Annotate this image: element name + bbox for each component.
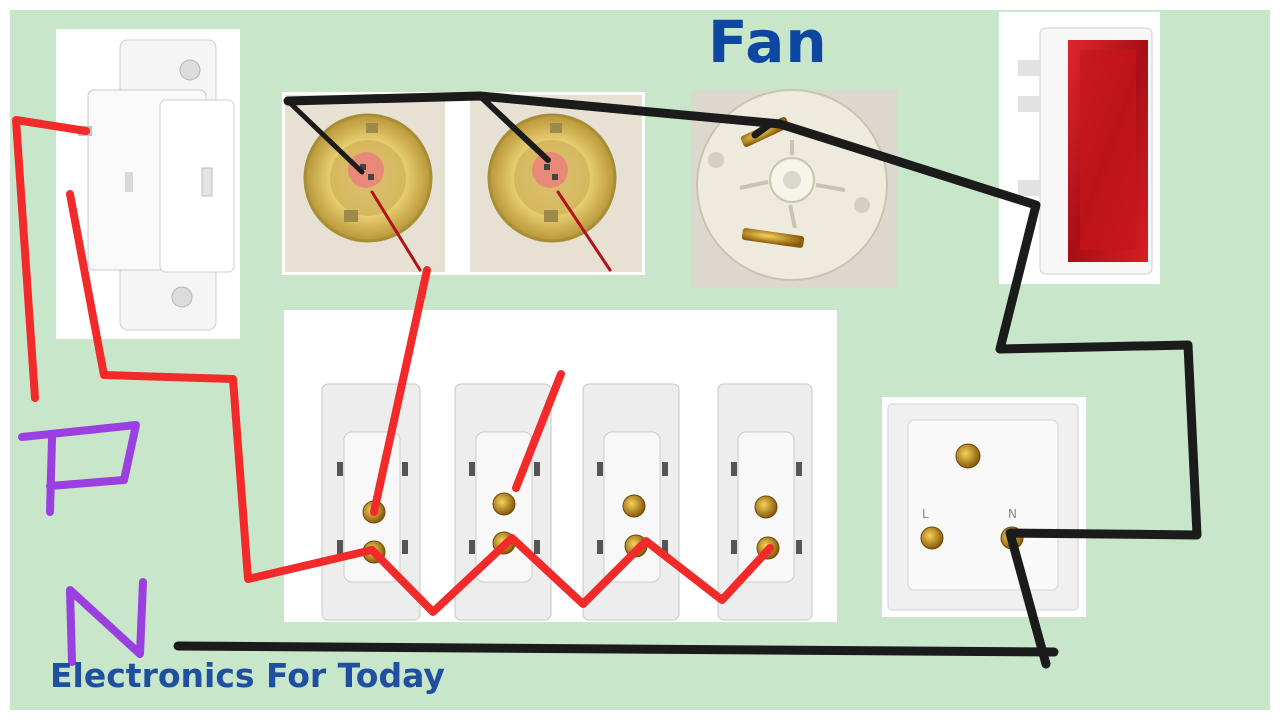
socket-neutral-label: N [1008,507,1017,521]
phase-wire-bulb1-drop [370,266,431,516]
bulb2-thin-red [556,190,612,272]
diagram-title: Fan [708,8,828,76]
socket-live-label: L [922,507,929,521]
brand-watermark: Electronics For Today [50,656,445,695]
main-switch [78,39,235,331]
phase-wire-bulb2-drop [512,370,565,492]
phase-label-mark: P [18,421,140,516]
phase-wire-switch-out [66,190,376,583]
neutral-wire-bulb1-branch [285,98,365,175]
neutral-wire-top [283,91,1202,669]
neutral-wire-fan-branch [751,120,774,139]
neutral-wiring [173,91,1202,669]
bulb-holder-2 [470,95,642,272]
neutral-wire-bottom [173,641,1059,657]
power-socket: L N [887,403,1079,611]
switch-module-2 [454,383,552,621]
neutral-label-mark: N [66,578,147,666]
phase-wiring [12,116,774,616]
neutral-wire-bulb2-branch [477,93,551,163]
bulb1-thin-red [370,190,422,272]
phase-wire-zigzag [368,534,774,616]
phase-wire-mains [12,116,90,402]
fan-ceiling-rose [691,89,898,288]
indicator-lamp [1018,27,1153,275]
